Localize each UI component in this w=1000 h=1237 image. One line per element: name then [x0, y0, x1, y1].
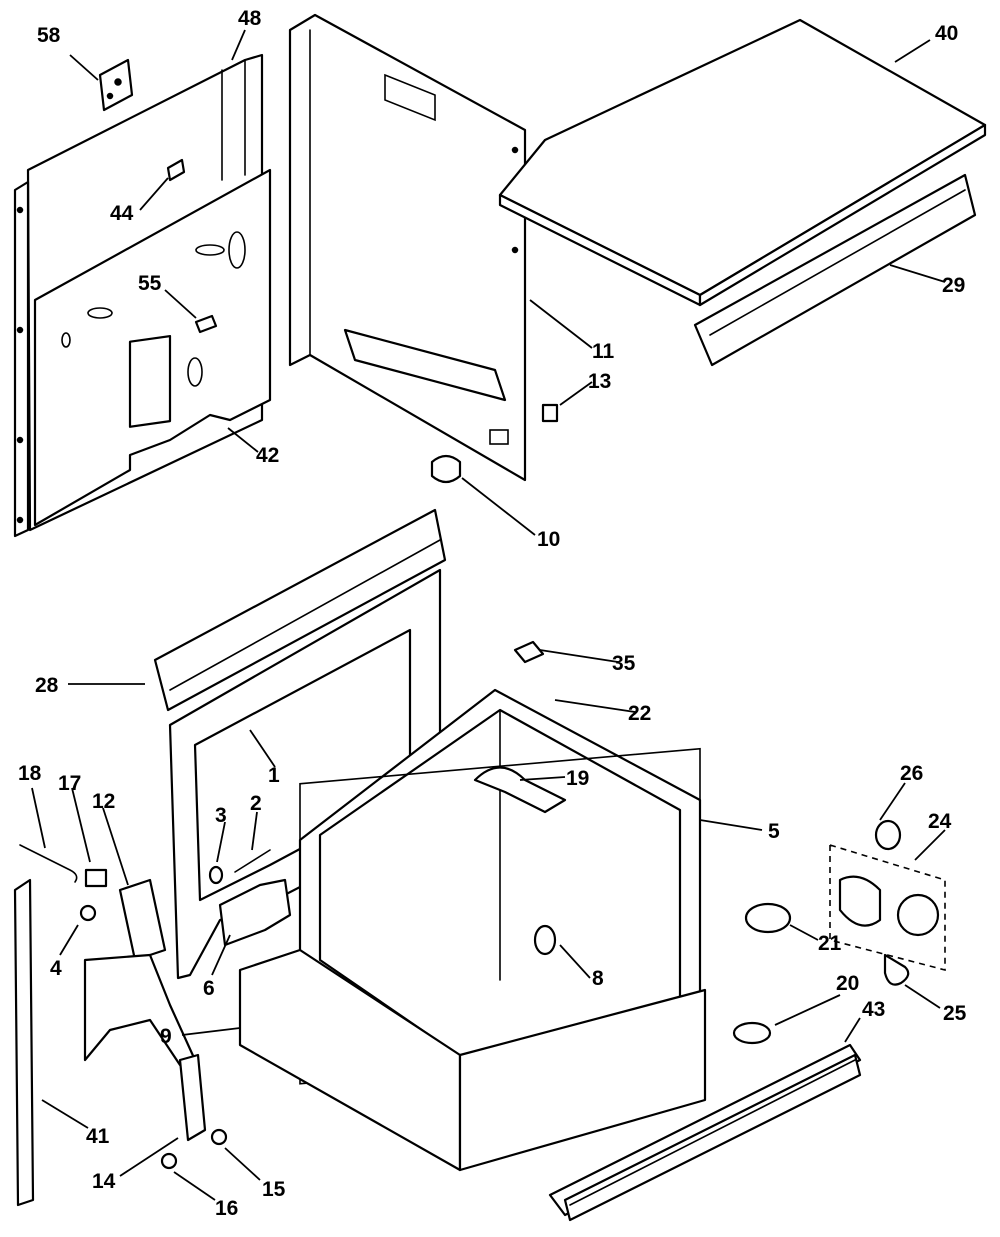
ring-26 — [874, 819, 902, 851]
clip-35 — [513, 640, 545, 664]
callout-6: 6 — [203, 977, 215, 1000]
callout-41: 41 — [86, 1125, 110, 1148]
callout-22: 22 — [628, 702, 651, 725]
callout-40: 40 — [935, 22, 958, 45]
socket-assembly-24 — [829, 843, 946, 972]
element-19 — [473, 766, 567, 814]
callout-17: 17 — [58, 772, 81, 795]
callout-44: 44 — [110, 202, 134, 225]
screw-2 — [234, 849, 271, 873]
callout-48: 48 — [238, 7, 262, 30]
hinge-arm-14 — [83, 953, 207, 1142]
trim-41 — [13, 878, 35, 1207]
callout-8: 8 — [592, 967, 604, 990]
spring-18 — [19, 844, 78, 883]
callout-43: 43 — [862, 998, 885, 1021]
callout-10: 10 — [537, 528, 560, 551]
base-9 — [238, 948, 707, 1172]
rail-29 — [693, 173, 977, 367]
top-panel-40 — [498, 18, 987, 307]
bulb-cover-20 — [732, 1021, 772, 1045]
callout-11: 11 — [592, 340, 615, 363]
callout-35: 35 — [612, 652, 636, 675]
clip-13 — [541, 403, 559, 423]
callout-42: 42 — [256, 444, 279, 467]
callout-4: 4 — [50, 957, 62, 980]
bushing-10 — [430, 454, 462, 484]
callout-20: 20 — [836, 972, 859, 995]
leader-lines — [31, 29, 946, 1201]
callout-13: 13 — [588, 370, 611, 393]
callout-3: 3 — [215, 804, 227, 827]
bracket-58 — [98, 58, 134, 112]
callout-2: 2 — [250, 792, 262, 815]
cover-21 — [744, 902, 792, 934]
callout-16: 16 — [215, 1197, 238, 1220]
screw-3 — [208, 865, 224, 885]
callout-15: 15 — [262, 1178, 286, 1201]
inner-panel-42 — [33, 168, 272, 527]
callout-1: 1 — [268, 764, 280, 787]
bulb-25 — [883, 953, 910, 986]
screw-4 — [79, 904, 97, 922]
callout-28: 28 — [35, 674, 59, 697]
callout-labels: 58 48 40 44 55 42 11 13 29 10 35 28 22 1… — [18, 7, 967, 1220]
hinge-12 — [118, 878, 167, 962]
grille-43 — [548, 1043, 862, 1222]
callout-9: 9 — [160, 1025, 172, 1048]
callout-18: 18 — [18, 762, 42, 785]
front-strip-28 — [153, 508, 447, 712]
callout-58: 58 — [37, 24, 61, 47]
screw-16 — [160, 1152, 178, 1170]
callout-24: 24 — [928, 810, 952, 833]
screw-15 — [210, 1128, 228, 1146]
clip-55 — [194, 314, 218, 334]
callout-26: 26 — [900, 762, 923, 785]
callout-19: 19 — [566, 767, 589, 790]
callout-55: 55 — [138, 272, 162, 295]
callout-29: 29 — [942, 274, 965, 297]
clip-44 — [166, 158, 186, 182]
callout-12: 12 — [92, 790, 115, 813]
side-panel-11 — [288, 13, 527, 482]
part-17 — [84, 868, 108, 888]
callout-14: 14 — [92, 1170, 116, 1193]
callout-25: 25 — [943, 1002, 967, 1025]
callout-5: 5 — [768, 820, 780, 843]
front-frame-1 — [168, 568, 442, 980]
light-8 — [533, 924, 557, 956]
callout-21: 21 — [818, 932, 842, 955]
